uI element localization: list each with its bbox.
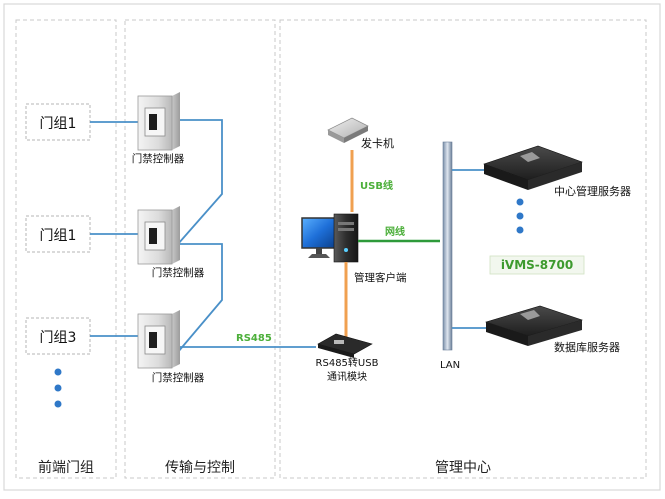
management-client-label: 管理客户端: [354, 271, 407, 284]
server-more-dots-icon: [516, 198, 524, 234]
management-client-icon: [301, 213, 359, 263]
zone-management-box: [279, 19, 647, 479]
card-issuer-label: 发卡机: [361, 136, 394, 150]
network-label: 网线: [385, 225, 405, 238]
database-server-label: 数据库服务器: [554, 340, 620, 354]
access-controller-2-label: 门禁控制器: [152, 266, 205, 279]
module-label-line2: 通讯模块: [327, 371, 367, 383]
door-group-3-label: 门组3: [40, 330, 77, 346]
product-badge: iVMS-8700: [489, 255, 585, 275]
controller-bus: [177, 119, 223, 353]
zone-transmission-label: 传输与控制: [165, 460, 235, 476]
module-label-line1: RS485转USB: [316, 356, 379, 369]
door-group-2-label: 门组1: [40, 228, 77, 244]
database-server-icon: [485, 305, 583, 346]
door-group-3: 门组3: [25, 317, 91, 355]
zone-front-box: [15, 19, 117, 479]
door-group-2: 门组1: [25, 215, 91, 253]
product-badge-text: iVMS-8700: [501, 258, 573, 272]
rs485-usb-module-icon: [317, 333, 373, 358]
usb-label: USB线: [360, 179, 393, 192]
door-group-1: 门组1: [25, 103, 91, 141]
access-controller-1-label: 门禁控制器: [132, 152, 185, 165]
door-group-1-label: 门组1: [40, 116, 77, 132]
access-controller-1: 门禁控制器: [132, 92, 185, 165]
door-links: [90, 121, 138, 337]
access-controller-3: 门禁控制器: [137, 310, 205, 384]
rs485-label: RS485: [236, 333, 272, 344]
central-server-icon: [483, 145, 583, 190]
server-links: [452, 169, 488, 329]
access-controller-3-label: 门禁控制器: [152, 371, 205, 384]
card-issuer-icon: [327, 117, 369, 143]
zone-transmission-box: [124, 19, 276, 479]
lan-label: LAN: [440, 360, 460, 371]
central-server-label: 中心管理服务器: [554, 184, 631, 198]
lan-bus: [442, 141, 453, 351]
more-dots-icon: [54, 368, 62, 408]
access-controller-2: 门禁控制器: [137, 206, 205, 279]
zone-management-label: 管理中心: [435, 460, 491, 476]
zone-front-label: 前端门组: [38, 459, 94, 476]
